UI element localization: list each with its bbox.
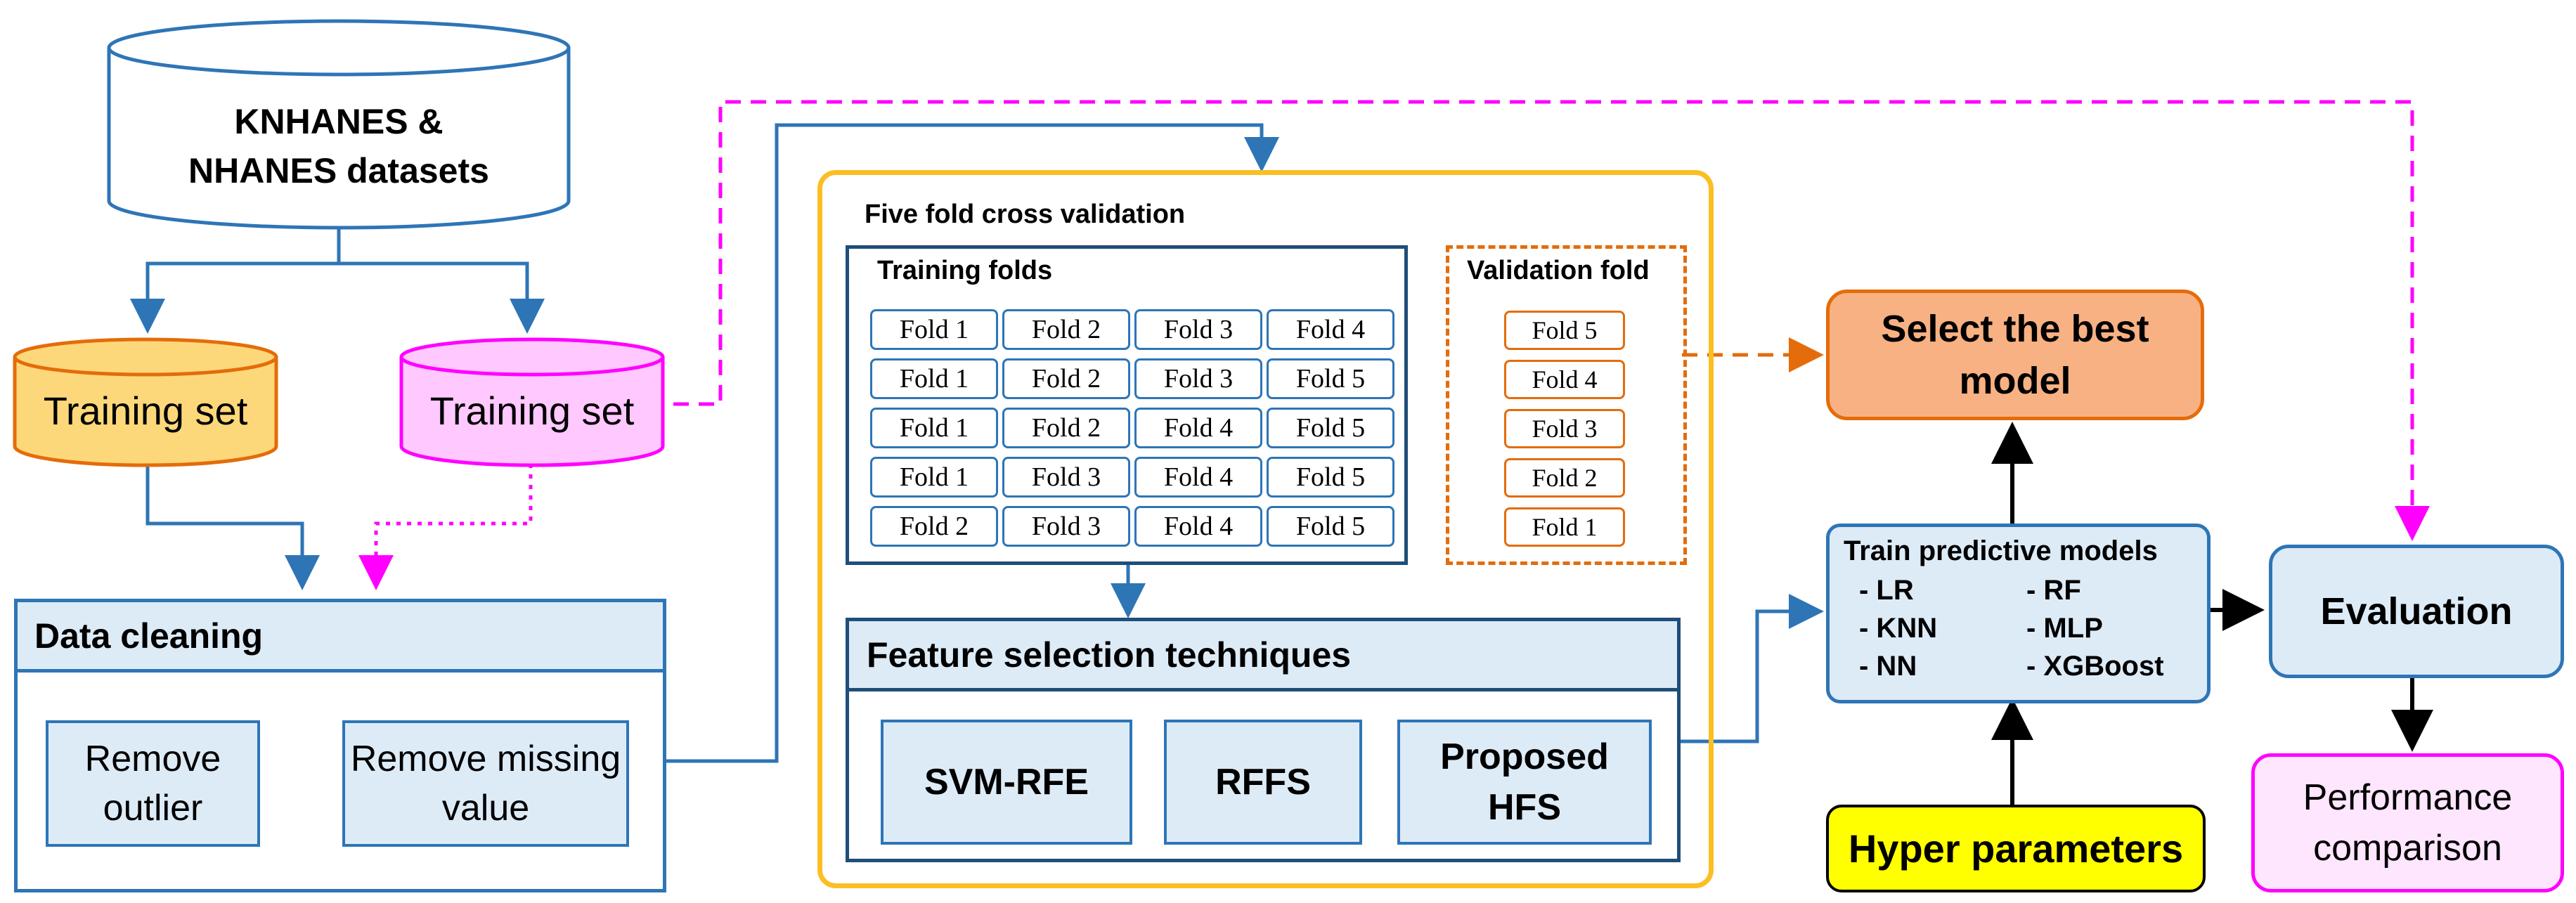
- remove-missing-label: Remove missing value: [350, 739, 621, 829]
- train-to-cleaning-arrow: [145, 464, 320, 590]
- training-fold-cell: Fold 5: [1267, 408, 1394, 448]
- training-folds-title: Training folds: [877, 256, 1053, 285]
- remove-outlier-label: Remove outlier: [84, 739, 221, 829]
- training-fold-cell: Fold 3: [1002, 506, 1130, 547]
- cylinder-icon: [399, 337, 665, 467]
- model-knn: - KNN: [1859, 613, 1938, 644]
- dataset-cylinder: KNHANES & NHANES datasets: [107, 19, 571, 230]
- hyper-parameters-box: Hyper parameters: [1826, 805, 2206, 892]
- model-nn: - NN: [1859, 651, 1917, 682]
- training-fold-cell: Fold 5: [1267, 457, 1394, 498]
- training-fold-cell: Fold 3: [1134, 309, 1262, 350]
- training-set-label-b: Training set: [429, 389, 635, 433]
- cross-validation-panel: Five fold cross validation Training fold…: [817, 170, 1714, 888]
- train-models-title: Train predictive models: [1844, 535, 2158, 566]
- cylinder-icon: [13, 337, 278, 467]
- model-rf: - RF: [2026, 575, 2081, 606]
- fs-to-train-arrow: [1676, 594, 1824, 743]
- evaluation-label: Evaluation: [2320, 590, 2513, 632]
- training-fold-cell: Fold 3: [1134, 358, 1262, 399]
- select-best-model-box: Select the best model: [1826, 290, 2204, 420]
- validation-fold-title: Validation fold: [1467, 256, 1650, 285]
- select-best-model-label: Select the best model: [1881, 308, 2149, 402]
- training-set-cylinder-a: Training set: [13, 337, 278, 467]
- training-fold-cell: Fold 1: [870, 358, 998, 399]
- train-models-box: Train predictive models - LR - RF - KNN …: [1826, 524, 2211, 703]
- dashed-eval-arrow: [673, 100, 2430, 541]
- method-svm-rfe: SVM-RFE: [881, 720, 1132, 845]
- feature-selection-panel: Feature selection techniques SVM-RFE RFF…: [846, 618, 1681, 862]
- feature-selection-title-bar: Feature selection techniques: [849, 621, 1677, 691]
- training-fold-cell: Fold 4: [1134, 457, 1262, 498]
- method-proposed-hfs: Proposed HFS: [1397, 720, 1652, 845]
- validation-fold-cell: Fold 5: [1504, 311, 1625, 350]
- cross-validation-title: Five fold cross validation: [865, 200, 1186, 229]
- method-rffs-label: RFFS: [1215, 762, 1311, 803]
- method-proposed-hfs-label: Proposed HFS: [1440, 736, 1609, 828]
- data-cleaning-panel: Data cleaning Remove outlier Remove miss…: [14, 599, 666, 892]
- training-fold-cell: Fold 5: [1267, 506, 1394, 547]
- cleaning-to-cv-arrow: [666, 123, 1279, 763]
- validation-fold-cell: Fold 3: [1504, 409, 1625, 448]
- training-set-cylinder-b: Training set: [399, 337, 665, 467]
- training-fold-cell: Fold 2: [1002, 358, 1130, 399]
- cylinder-icon: [107, 19, 571, 230]
- remove-missing-box: Remove missing value: [342, 720, 629, 847]
- model-mlp: - MLP: [2026, 613, 2103, 644]
- evaluation-box: Evaluation: [2269, 545, 2564, 678]
- training-fold-cell: Fold 2: [870, 506, 998, 547]
- training-fold-cell: Fold 3: [1002, 457, 1130, 498]
- method-rffs: RFFS: [1164, 720, 1362, 845]
- training-set-label-a: Training set: [43, 389, 248, 433]
- validation-fold-box: Validation fold Fold 5 Fold 4 Fold 3 Fold 2…: [1446, 245, 1687, 565]
- training-fold-cell: Fold 1: [870, 408, 998, 448]
- training-fold-cell: Fold 5: [1267, 358, 1394, 399]
- training-fold-cell: Fold 1: [870, 457, 998, 498]
- training-fold-cell: Fold 4: [1134, 506, 1262, 547]
- model-xgboost: - XGBoost: [2026, 651, 2164, 682]
- performance-comparison-box: Performance comparison: [2251, 753, 2564, 892]
- training-fold-cell: Fold 1: [870, 309, 998, 350]
- hyper-parameters-label: Hyper parameters: [1848, 826, 2184, 871]
- remove-outlier-box: Remove outlier: [46, 720, 260, 847]
- dotted-train-arrow: [358, 464, 533, 590]
- training-fold-cell: Fold 4: [1267, 309, 1394, 350]
- training-fold-cell: Fold 4: [1134, 408, 1262, 448]
- validation-fold-cell: Fold 1: [1504, 507, 1625, 547]
- dataset-label: KNHANES & NHANES datasets: [188, 102, 489, 190]
- feature-selection-title: Feature selection techniques: [867, 635, 1352, 675]
- split-connector: [145, 228, 527, 327]
- validation-fold-cell: Fold 2: [1504, 458, 1625, 498]
- data-cleaning-title: Data cleaning: [18, 602, 663, 673]
- model-lr: - LR: [1859, 575, 1914, 606]
- performance-comparison-label: Performance comparison: [2303, 777, 2513, 869]
- validation-fold-cell: Fold 4: [1504, 360, 1625, 399]
- training-fold-cell: Fold 2: [1002, 309, 1130, 350]
- method-svm-rfe-label: SVM-RFE: [924, 762, 1089, 803]
- training-fold-cell: Fold 2: [1002, 408, 1130, 448]
